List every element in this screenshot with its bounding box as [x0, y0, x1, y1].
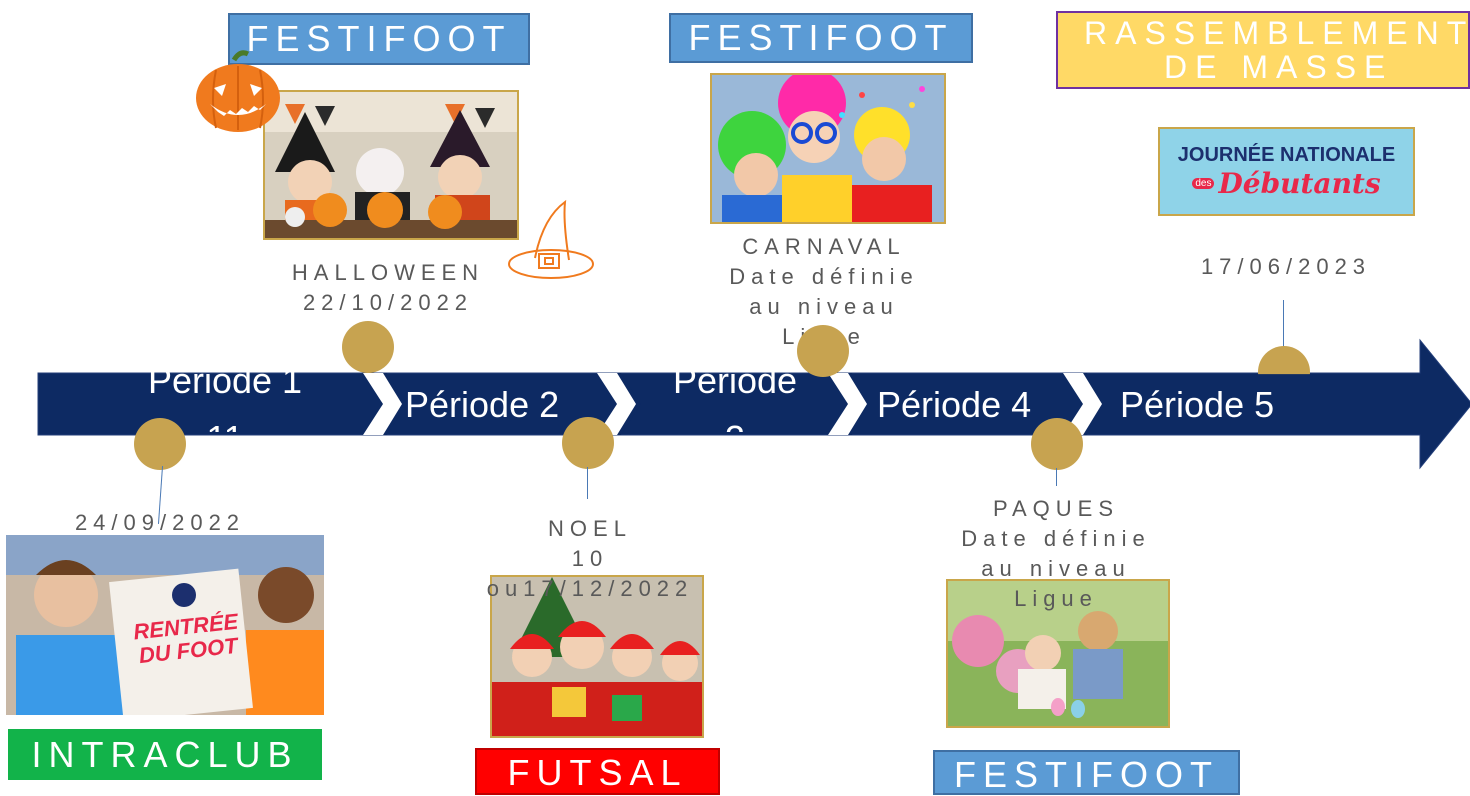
milestone-dot-paques — [1031, 418, 1083, 470]
milestone-dot-rentree — [134, 418, 186, 470]
festifoot-badge-label: FESTIFOOT — [246, 18, 512, 59]
pumpkin-icon — [196, 50, 280, 132]
connector-paques — [1056, 468, 1057, 486]
noel-date-2: ou17/12/2022 — [486, 576, 694, 601]
rassemblement-line-2: DE MASSE — [1164, 49, 1394, 85]
noel-caption: NOEL 10 ou17/12/2022 — [440, 514, 740, 604]
paques-note-2: au niveau — [981, 556, 1131, 581]
milestone-dot-carnaval — [797, 325, 849, 377]
carnaval-title: CARNAVAL — [742, 234, 906, 259]
period-3-title: Période — [672, 360, 798, 401]
paques-note-3: Ligue — [1014, 586, 1098, 611]
carnaval-note-1: Date définie — [729, 264, 919, 289]
festifoot-badge-label: FESTIFOOT — [688, 17, 954, 58]
period-3-subtitle: 3 — [660, 410, 810, 432]
period-1-label: Période 1 11 — [140, 352, 310, 432]
milestone-dot-noel — [562, 417, 614, 469]
journee-debutants-logo: JOURNÉE NATIONALE des Débutants — [1158, 127, 1415, 216]
paques-photo — [946, 579, 1170, 728]
futsal-badge: FUTSAL — [475, 748, 720, 795]
period-4-label: Période 4 — [877, 384, 1032, 425]
intraclub-badge: INTRACLUB — [8, 729, 322, 780]
connector-journee — [1283, 300, 1284, 350]
halloween-title: HALLOWEEN — [291, 260, 485, 285]
paques-note-1: Date définie — [961, 526, 1151, 551]
period-1-subtitle: 11 — [140, 410, 310, 432]
paques-caption: PAQUES Date définie au niveau Ligue — [925, 494, 1187, 614]
halloween-caption: HALLOWEEN 22/10/2022 — [268, 258, 508, 318]
festifoot-badge-paques: FESTIFOOT — [933, 750, 1240, 795]
rassemblement-line-1: RASSEMBLEMENT — [1084, 15, 1470, 51]
rentree-du-foot-photo: RENTRÉE DU FOOT — [6, 535, 324, 715]
carnaval-caption: CARNAVAL Date définie au niveau Ligue — [693, 232, 955, 352]
rassemblement-badge: RASSEMBLEMENT DE MASSE — [1056, 11, 1470, 89]
paques-title: PAQUES — [992, 496, 1120, 521]
journee-logo-line-1: JOURNÉE NATIONALE — [1177, 143, 1396, 166]
period-2-label: Période 2 — [405, 384, 560, 425]
period-3-label: Période 3 — [660, 352, 810, 432]
period-1-title: Période 1 — [147, 360, 303, 401]
noel-photo — [490, 575, 704, 738]
festifoot-badge-halloween: FESTIFOOT — [228, 13, 530, 65]
halloween-photo — [263, 90, 519, 240]
journee-date: 17/06/2023 — [1200, 254, 1372, 279]
milestone-dot-halloween — [342, 321, 394, 373]
festifoot-badge-carnaval: FESTIFOOT — [669, 13, 973, 63]
halloween-date: 22/10/2022 — [302, 290, 474, 315]
journee-logo-line-3: Débutants — [1218, 166, 1381, 200]
noel-date-1: 10 — [571, 546, 609, 571]
period-5-label: Période 5 — [1120, 384, 1275, 425]
connector-noel — [587, 467, 588, 499]
noel-title: NOEL — [548, 516, 632, 541]
futsal-badge-label: FUTSAL — [507, 752, 688, 793]
journee-logo-line-2: des — [1192, 177, 1215, 189]
carnaval-photo — [710, 73, 946, 224]
intraclub-badge-label: INTRACLUB — [31, 733, 299, 775]
witch-hat-icon — [508, 199, 594, 279]
rentree-date: 24/09/2022 — [74, 510, 246, 535]
carnaval-note-2: au niveau — [749, 294, 899, 319]
festifoot-badge-label: FESTIFOOT — [954, 754, 1219, 795]
